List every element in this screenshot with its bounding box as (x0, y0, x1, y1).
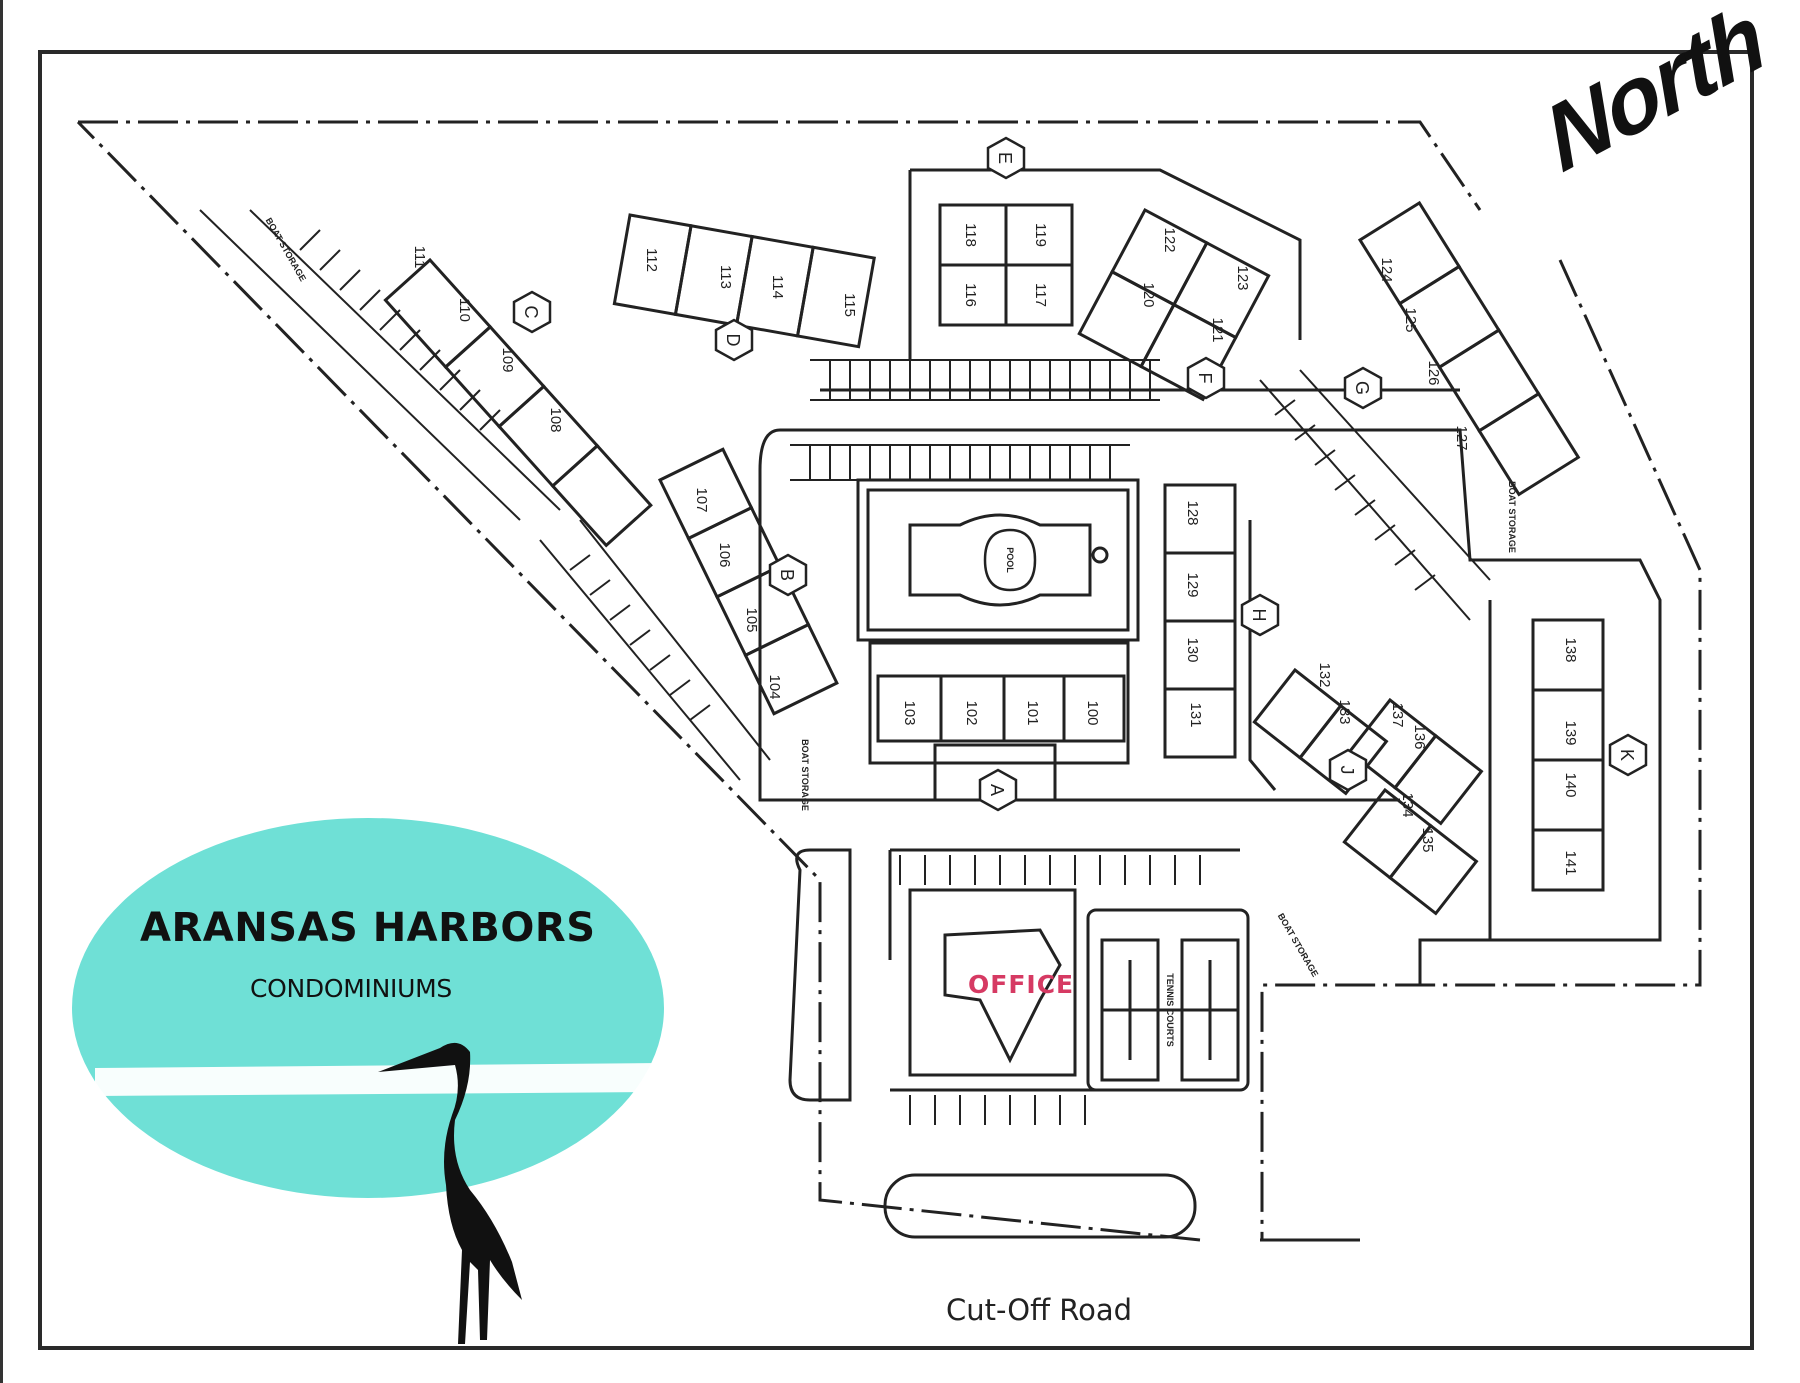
building-marker-k: K (1617, 749, 1637, 761)
unit-107[interactable]: 107 (693, 487, 710, 512)
unit-103[interactable]: 103 (901, 700, 918, 725)
building-marker-e: E (995, 152, 1015, 164)
unit-105[interactable]: 105 (743, 607, 760, 632)
unit-100[interactable]: 100 (1084, 700, 1101, 725)
office-label[interactable]: OFFICE (968, 970, 1075, 999)
logo-title: ARANSAS HARBORS (140, 905, 596, 951)
parking-row-west (199, 209, 771, 781)
building-a-outline (868, 641, 1130, 802)
parking-row-east (1259, 369, 1491, 621)
unit-114[interactable]: 114 (769, 275, 786, 299)
unit-116[interactable]: 116 (962, 283, 979, 307)
tennis-courts (1086, 908, 1250, 1092)
unit-102[interactable]: 102 (963, 700, 980, 725)
building-h-outline (1163, 483, 1277, 791)
building-marker-g: G (1352, 381, 1372, 395)
unit-128[interactable]: 128 (1184, 500, 1201, 525)
heron-silhouette-icon (378, 1042, 522, 1344)
unit-113[interactable]: 113 (717, 265, 734, 289)
building-markers (512, 136, 1648, 812)
unit-131[interactable]: 131 (1187, 702, 1204, 727)
building-marker-h: H (1249, 609, 1269, 622)
unit-129[interactable]: 129 (1184, 572, 1201, 597)
unit-135[interactable]: 135 (1419, 827, 1436, 852)
unit-132[interactable]: 132 (1316, 662, 1333, 687)
unit-124[interactable]: 124 (1378, 257, 1395, 282)
unit-139[interactable]: 139 (1562, 720, 1579, 745)
unit-119[interactable]: 119 (1032, 223, 1049, 247)
unit-109[interactable]: 109 (499, 347, 516, 372)
unit-110[interactable]: 110 (456, 298, 473, 322)
page-edge (0, 0, 3, 1383)
building-marker-a: A (987, 784, 1007, 796)
unit-136[interactable]: 136 (1411, 724, 1428, 749)
unit-141[interactable]: 141 (1562, 850, 1579, 875)
unit-130[interactable]: 130 (1184, 637, 1201, 662)
parking-row-top (790, 359, 1160, 481)
unit-104[interactable]: 104 (766, 674, 783, 699)
unit-115[interactable]: 115 (841, 293, 858, 317)
unit-126[interactable]: 126 (1425, 360, 1442, 385)
pool-area (856, 478, 1140, 642)
building-e-outline (908, 168, 1302, 360)
unit-108[interactable]: 108 (547, 407, 564, 432)
unit-106[interactable]: 106 (716, 542, 733, 567)
building-g-outline (1357, 200, 1581, 497)
map-frame (38, 50, 1754, 1350)
building-marker-c: C (521, 306, 541, 319)
unit-140[interactable]: 140 (1562, 772, 1579, 797)
unit-111[interactable]: 111 (411, 246, 428, 269)
unit-118[interactable]: 118 (962, 223, 979, 247)
unit-125[interactable]: 125 (1402, 307, 1419, 332)
office-complex (888, 848, 1240, 1125)
road-label: Cut-Off Road (946, 1293, 1133, 1327)
boat-storage-label-southeast: BOAT STORAGE (1276, 911, 1320, 978)
building-marker-d: D (723, 334, 743, 347)
unit-101[interactable]: 101 (1024, 700, 1041, 725)
building-b-outline (657, 447, 839, 716)
unit-134[interactable]: 134 (1399, 792, 1416, 817)
building-marker-f: F (1195, 373, 1215, 384)
unit-138[interactable]: 138 (1562, 637, 1579, 662)
boat-storage-label-east: BOAT STORAGE (1507, 481, 1517, 553)
unit-121[interactable]: 121 (1209, 317, 1226, 342)
building-c-outline (383, 257, 653, 548)
building-d-outline (612, 213, 876, 349)
unit-127[interactable]: 127 (1453, 425, 1470, 450)
unit-123[interactable]: 123 (1234, 265, 1251, 290)
tennis-courts-label: TENNIS COURTS (1165, 973, 1175, 1047)
building-j-outline (1252, 667, 1484, 916)
building-marker-j: J (1337, 766, 1357, 775)
west-drive (788, 848, 852, 1102)
entry-median (883, 1173, 1197, 1239)
unit-120[interactable]: 120 (1140, 282, 1157, 307)
building-k-outline (1488, 600, 1605, 940)
building-marker-b: B (777, 569, 797, 581)
logo-badge (72, 818, 664, 1344)
unit-112[interactable]: 112 (643, 248, 660, 272)
main-drive (758, 428, 1662, 985)
boat-storage-label-south: BOAT STORAGE (800, 739, 810, 811)
unit-133[interactable]: 133 (1336, 699, 1353, 724)
unit-137[interactable]: 137 (1389, 702, 1406, 727)
pool-label: POOL (1005, 547, 1015, 573)
unit-122[interactable]: 122 (1161, 227, 1178, 252)
unit-117[interactable]: 117 (1032, 283, 1049, 307)
logo-subtitle: CONDOMINIUMS (250, 974, 452, 1003)
